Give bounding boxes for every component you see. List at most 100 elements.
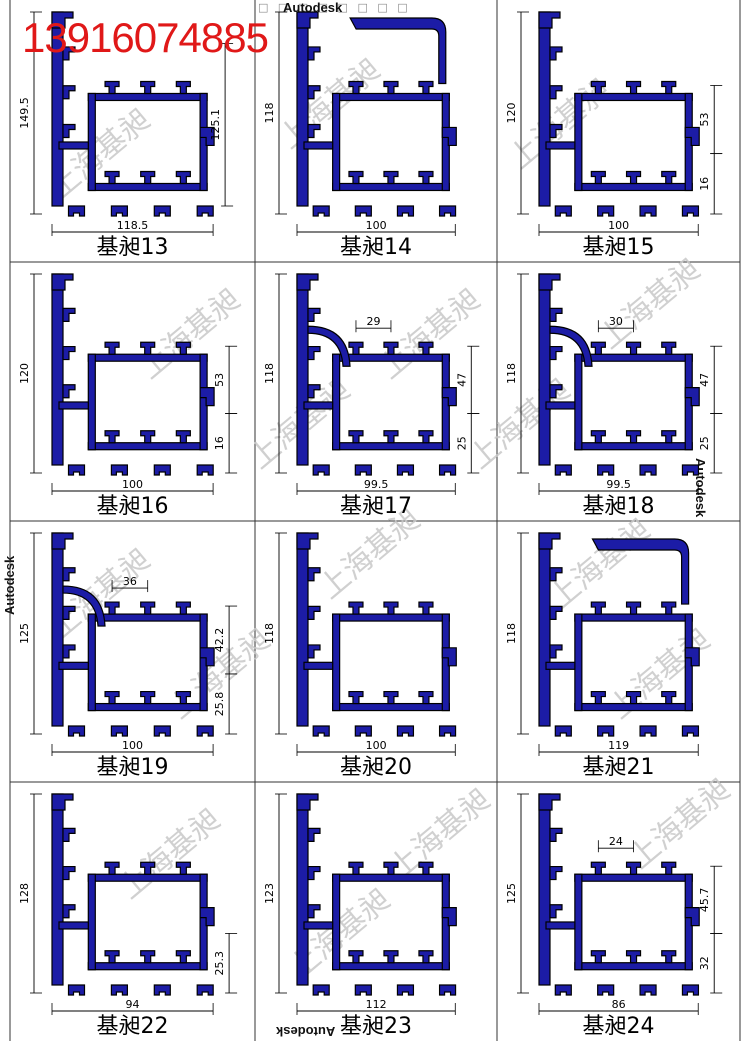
profile-left-notch [549,904,563,919]
profile-left-notch [307,865,321,881]
profile-fin-inner [383,430,399,444]
profile-foot [639,725,657,737]
dimension-label: 123 [263,883,276,904]
watermark-text: 上海基昶 [113,802,227,906]
profile-left-wall [538,273,551,466]
profile-chamber-bottom [87,442,208,451]
profile-foot [312,205,330,217]
profile-label: 基昶14 [340,235,412,260]
profile-fin-top [140,80,156,95]
profile-right-clip [199,387,215,407]
profile-fin-inner [104,430,120,444]
profile-chamber-bottom [332,702,450,712]
watermark-layer: 上海基昶上海基昶上海基昶上海基昶上海基昶上海基昶上海基昶上海基昶上海基昶上海基昶… [43,52,737,986]
profile-fin-inner [625,950,642,964]
profile-connector [545,401,576,410]
dimension-label: 42.2 [213,628,226,653]
profile-top-hook [51,793,74,811]
profile-left-notch [549,605,563,620]
profile-foot [312,984,330,996]
dimension-label: 118.5 [117,219,149,232]
profile-label: 基昶21 [583,755,655,780]
profile-foot [196,725,214,737]
profile-right-clip [441,126,457,147]
profile-top-hook [51,532,74,550]
profile-fin-top [140,601,156,615]
profile-chamber-left [87,613,96,712]
profile-fin-top [104,341,120,355]
profile-chamber-top [332,92,450,102]
profile-left-wall [51,273,64,466]
dimension-label: 118 [505,363,518,384]
dimension-label: 99.5 [364,478,389,491]
profile-left-notch [549,345,563,361]
profile-fin-inner [348,690,364,705]
dimension-label: 112 [366,998,387,1011]
profile-foot [196,205,214,217]
profile-fin-inner [348,430,364,444]
dimension-label: 100 [608,219,629,232]
dimension-label: 86 [612,998,626,1011]
dimension-label: 118 [263,363,276,384]
profile-connector [58,661,89,670]
profile-fin-top [175,341,191,355]
profile-connector [545,661,576,670]
profile-label: 基昶23 [340,1014,412,1039]
profile-fin-inner [625,690,642,705]
profile-foot [396,725,415,737]
watermark-text: 上海基昶 [593,252,707,356]
profile-chamber-left [332,353,341,451]
dimension-label: 16 [698,177,711,191]
dimension-label: 25 [455,436,468,450]
profile-chamber-bottom [574,442,693,451]
phone-number: 13916074885 [22,14,269,61]
profile-left-wall [296,273,309,466]
dimension-label: 100 [122,739,143,752]
profile-left-notch [62,123,76,139]
profile-fin-inner [140,170,156,185]
profile-chamber-left [332,92,341,192]
profile-left-notch [549,307,563,322]
dimension-label: 118 [263,103,276,124]
profile-fin-top [104,80,120,95]
profile-top-bridge [349,17,447,85]
profile-fin-top [661,80,677,95]
dimension-label: 29 [366,315,380,328]
dimension-label: 100 [366,739,387,752]
profile-left-notch [549,567,563,582]
profile-left-notch [549,644,563,659]
profile-fin-inner [661,430,677,444]
dimension-label: 16 [213,436,226,450]
profile-left-notch [549,384,563,399]
profile-left-notch [307,827,321,842]
profile-left-notch [62,827,76,842]
profile-label: 基昶15 [583,235,655,260]
profile-fin-top [418,341,434,355]
profile-chamber-top [332,613,450,622]
profile-chamber-top [332,353,450,362]
profile-foot [354,205,372,217]
profile-fin-top [175,861,191,875]
profile-foot [354,725,372,737]
autodesk-mark-top: Autodesk [283,0,343,15]
profile-chamber-bottom [574,702,693,712]
profile-fin-top [175,80,191,95]
profile-chamber-top [87,353,208,362]
profile-fin-inner [418,170,434,185]
profile-left-notch [62,904,76,919]
profile-left-wall [296,793,309,986]
profile-chamber-left [574,92,583,192]
profile-fin-inner [175,690,191,705]
profile-chamber-top [574,353,693,362]
profile-fin-top [175,601,191,615]
profile-fin-inner [418,950,434,964]
profile-label: 基昶18 [583,494,655,519]
profile-right-clip [199,647,215,667]
profile-left-wall [51,532,64,727]
profile-foot [110,464,128,476]
profile-right-clip [684,907,700,927]
